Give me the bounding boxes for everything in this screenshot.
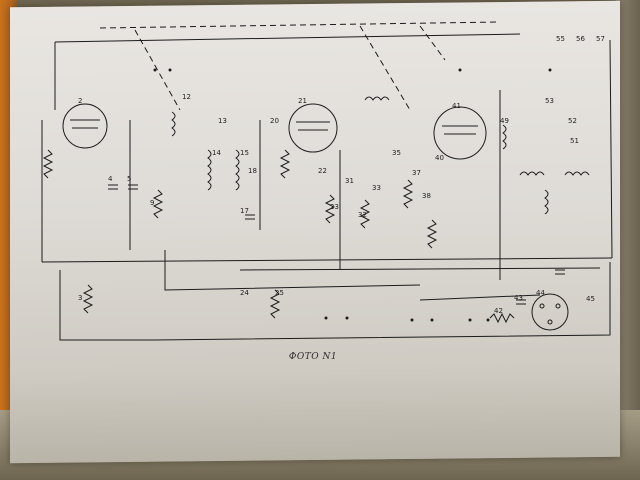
component-label: 14 bbox=[212, 149, 221, 157]
component-label: 23 bbox=[330, 203, 339, 211]
component-label: 25 bbox=[275, 289, 284, 297]
component-label: 3 bbox=[78, 294, 83, 302]
component-label: 24 bbox=[240, 289, 249, 297]
component-label: 44 bbox=[536, 289, 545, 297]
component-label: 40 bbox=[435, 154, 444, 162]
component-label: 9 bbox=[150, 199, 155, 207]
component-label: 5 bbox=[127, 175, 132, 183]
component-label: 43 bbox=[514, 294, 523, 302]
photo-caption: ФОТО N1 bbox=[288, 352, 338, 362]
component-label: 38 bbox=[422, 192, 431, 200]
component-label: 15 bbox=[240, 149, 249, 157]
component-label: 13 bbox=[218, 117, 227, 125]
component-label: 55 bbox=[556, 35, 565, 43]
component-label: 21 bbox=[298, 97, 307, 105]
component-label: 2 bbox=[78, 97, 83, 105]
component-label: 18 bbox=[248, 167, 257, 175]
component-label: 22 bbox=[318, 167, 327, 175]
component-label: 32 bbox=[358, 211, 367, 219]
component-label: 42 bbox=[494, 307, 503, 315]
component-label: 41 bbox=[452, 102, 461, 110]
component-label: 56 bbox=[576, 35, 585, 43]
component-label: 33 bbox=[372, 184, 381, 192]
component-label: 37 bbox=[412, 169, 421, 177]
component-label: 53 bbox=[545, 97, 554, 105]
component-label: 17 bbox=[240, 207, 249, 215]
component-label: 12 bbox=[182, 93, 191, 101]
component-label: 35 bbox=[392, 149, 401, 157]
component-label: 57 bbox=[596, 35, 605, 43]
component-label: 31 bbox=[345, 177, 354, 185]
component-label: 20 bbox=[270, 117, 279, 125]
right-surface bbox=[616, 0, 640, 480]
component-label: 51 bbox=[570, 137, 579, 145]
component-label: 49 bbox=[500, 117, 509, 125]
component-label: 45 bbox=[586, 295, 595, 303]
component-label: 4 bbox=[108, 175, 113, 183]
component-label: 52 bbox=[568, 117, 577, 125]
